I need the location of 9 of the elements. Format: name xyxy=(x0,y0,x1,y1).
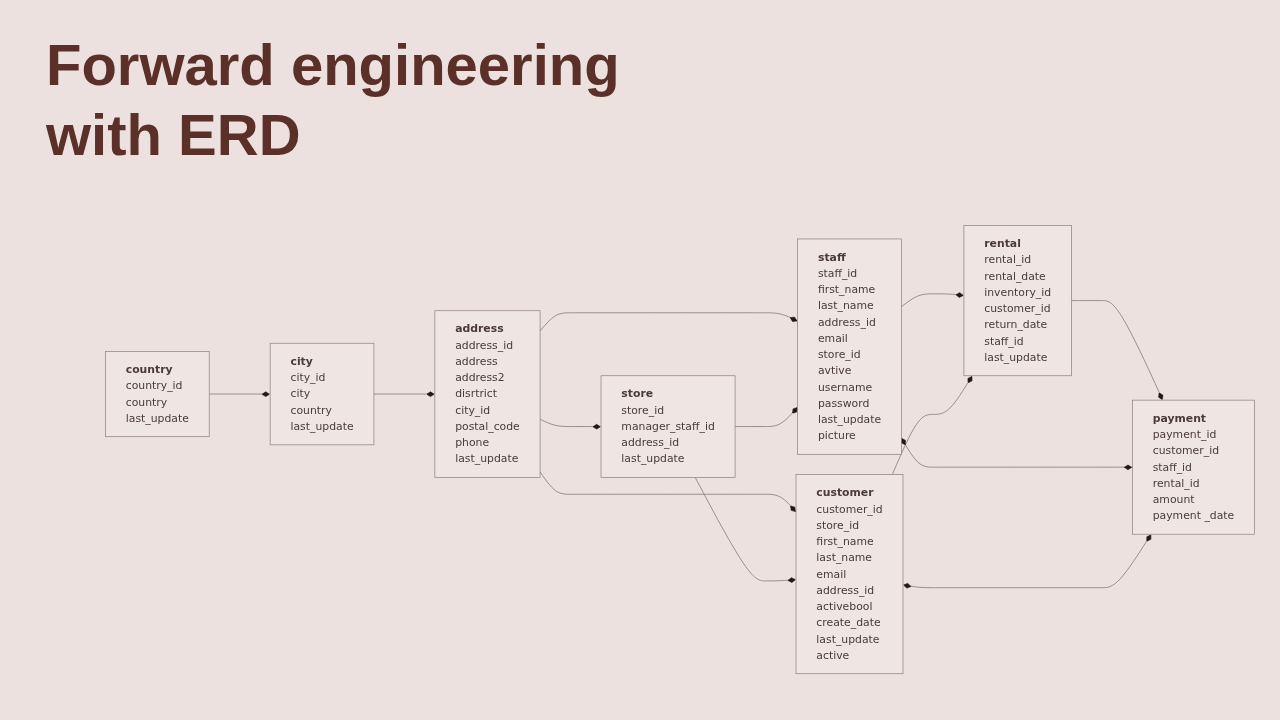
node-box: customer customer_id store_id first_name last_name email address_id activebool create_date last_update active xyxy=(795,474,904,675)
node-box: payment payment_id customer_id staff_id rental_id amount payment _date xyxy=(1132,400,1255,535)
node-box: country country_id country last_update xyxy=(105,351,210,438)
node-box: city city_id city country last_update xyxy=(269,343,375,446)
node-box: store store_id manager_staff_id address_id last_update xyxy=(600,375,736,479)
node-box: address address_id address address2 disrtrict city_id postal_code phone last_update xyxy=(434,310,541,479)
node-box: staff staff_id first_name last_name address_id email store_id avtive username password last_update picture xyxy=(797,239,902,456)
node-box: rental rental_id rental_date inventory_id customer_id return_date staff_id last_update xyxy=(963,225,1072,377)
title: Forward engineering with ERD xyxy=(46,31,621,169)
